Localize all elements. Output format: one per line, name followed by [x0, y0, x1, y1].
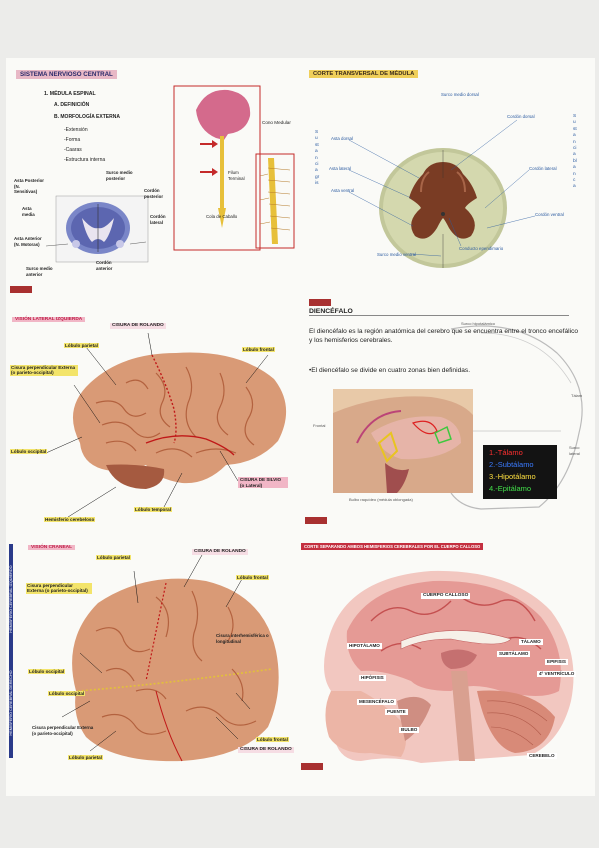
panel5-title: VISIÓN CRANEAL: [28, 545, 76, 550]
label-bulbo-raquideo: Bulbo raquídeo (médula oblongada): [349, 497, 413, 502]
label-cordon-anterior: Cordón anterior: [96, 260, 113, 271]
panel4-red-tag-bottom: [305, 517, 327, 524]
label-cordon-posterior: Cordón posterior: [144, 188, 164, 199]
panel4-title: DIENCÉFALO: [309, 308, 569, 316]
label-cono-medular: Cono Medular: [262, 120, 291, 125]
label-bulbo: BULBO: [399, 727, 420, 733]
list-item-caras: -Caaras: [64, 147, 82, 153]
panel-lateral-brain: VISIÓN LATERAL IZQUIERDA CISURA DE ROLAN…: [6, 313, 296, 529]
label-asta-media: Asta media: [22, 206, 35, 217]
label-conducto-ependimario: Conducto ependimario: [459, 246, 504, 251]
panel4-red-tag: [309, 299, 331, 306]
list-item-extension: -Extensión: [64, 127, 88, 133]
diencefalo-illustration: [333, 325, 583, 510]
label-cisura-perp-bottom: Cisura perpendicular Externa (o parieto-…: [32, 725, 94, 736]
label-surco-medio-ventral: Surco medio ventral: [377, 252, 417, 257]
list-item-estructura: -Estructura interna: [64, 157, 106, 163]
list-item-definicion: A. DEFINICIÓN: [54, 102, 90, 108]
panel-medula-cross-section: CORTE TRANSVERSAL DE MÉDULA Surco medio …: [301, 58, 595, 298]
label-surco-medio-dorsal: Surco medio dorsal: [441, 92, 479, 97]
label-asta-dorsal: Asta dorsal: [331, 136, 353, 141]
label-lobulo-frontal-top: Lóbulo frontal: [236, 575, 269, 581]
panel-spinal-cord: SISTEMA NERVIOSO CENTRAL 1. MÉDULA ESPIN…: [6, 58, 296, 298]
label-cola-caballo: Cola de Caballo: [206, 214, 238, 219]
label-cisura-rolando-top: CISURA DE ROLANDO: [192, 549, 248, 555]
panel-sagittal-section: CORTE SEPARANDO AMBOS HEMISFERIOS CEREBR…: [301, 541, 595, 773]
label-cordon-ventral: Cordón ventral: [535, 212, 564, 217]
spinal-cross-section-illustration: [45, 195, 149, 263]
label-cordon-dorsal: Cordón dorsal: [507, 114, 535, 119]
label-cisura-rolando: CISURA DE ROLANDO: [110, 323, 166, 329]
label-cisura-perp-top: Cisura perpendicular Externa (o parieto-…: [26, 583, 92, 594]
label-talam: Tálam: [571, 393, 583, 398]
label-frontal: Frontal: [313, 423, 326, 428]
label-cordon-lateral: Cordón lateral: [150, 214, 166, 225]
label-lobulo-frontal-bottom: Lóbulo frontal: [256, 737, 289, 743]
label-lobulo-parietal: Lóbulo parietal: [64, 343, 99, 349]
label-hipotalamo: HIPOTÁLAMO: [347, 643, 382, 649]
label-lobulo-parietal-bottom: Lóbulo parietal: [68, 755, 103, 761]
panel-cranial-view: HEMISFERIO CEREBRAL IZQUIERDO HEMISFERIO…: [6, 541, 296, 773]
zone-talamo: 1.-Tálamo: [489, 448, 523, 457]
zone-hipotalamo: 3.-Hipotálamo: [489, 472, 536, 481]
panel6-title: CORTE SEPARANDO AMBOS HEMISFERIOS CEREBR…: [301, 543, 484, 550]
brain-cord-illustration: [173, 85, 295, 251]
zone-subtalamo: 2.-Subtálamo: [489, 460, 534, 469]
panel3-title: VISIÓN LATERAL IZQUIERDA: [12, 317, 86, 322]
list-item-morfologia: B. MORFOLOGÍA EXTERNA: [54, 114, 120, 120]
label-asta-anterior: Asta Anterior (N. Motoras): [14, 236, 42, 247]
list-item-forma: -Forma: [64, 137, 81, 143]
panel2-title: CORTE TRANSVERSAL DE MÉDULA: [309, 70, 419, 78]
label-asta-ventral: Asta ventral: [331, 188, 355, 193]
label-surco-medio-anterior: Surco medio anterior: [26, 266, 53, 277]
list-item-medula: 1. MÉDULA ESPINAL: [44, 91, 96, 97]
label-hipofisis: HIPÓFISIS: [359, 675, 386, 681]
label-filum-terminal: Filum Terminal: [228, 170, 245, 181]
label-sustancia-gris: Sustancia gris: [315, 130, 320, 187]
label-lobulo-occipital-1: Lóbulo occipital: [28, 669, 66, 675]
label-lobulo-parietal-top: Lóbulo parietal: [96, 555, 131, 561]
label-cerebelo: CEREBELO: [527, 753, 557, 759]
label-talamo: TÁLAMO: [519, 639, 543, 645]
label-mesencefalo: MESENCÉFALO: [357, 699, 396, 705]
collage-sheet: SISTEMA NERVIOSO CENTRAL 1. MÉDULA ESPIN…: [6, 58, 595, 796]
label-asta-lateral: Asta lateral: [329, 166, 351, 171]
panel1-red-tag: [10, 286, 32, 293]
cranial-brain-illustration: [61, 554, 279, 762]
label-puente: PUENTE: [385, 709, 408, 715]
lateral-brain-illustration: [45, 332, 287, 518]
label-cisura-perpendicular: Cisura perpendicular Externa (o parieto-…: [10, 365, 78, 376]
diencefalo-divides: •El diencéfalo se divide en cuatro zonas…: [309, 367, 471, 374]
label-asta-posterior: Asta Posterior (N. Sensitivas): [14, 178, 45, 195]
label-cisura-interhemisferica: Cisura interhemisférica o longitudinal: [216, 633, 269, 644]
label-hemisferio-cerebeloso: Hemisferio cerebeloso: [44, 517, 96, 523]
label-lobulo-occipital-2: Lóbulo occipital: [48, 691, 86, 697]
label-lobulo-frontal: Lóbulo frontal: [242, 347, 275, 353]
medula-section-illustration: [348, 119, 536, 268]
panel-diencefalo: DIENCÉFALO El diencéfalo es la región an…: [301, 293, 595, 529]
label-epifisis: EPIFISIS: [545, 659, 568, 665]
panel1-title: SISTEMA NERVIOSO CENTRAL: [16, 70, 117, 79]
label-cisura-rolando-bottom: CISURA DE ROLANDO: [238, 747, 294, 753]
label-surco-lateral: Surco lateral: [569, 445, 580, 456]
diencefalo-definition: El diencéfalo es la región anatómica del…: [309, 328, 579, 344]
label-sustancia-blanca: Sustancia blanca: [573, 114, 577, 190]
panel6-red-tag: [301, 763, 323, 770]
label-4-ventriculo: 4º VENTRÍCULO: [537, 671, 577, 677]
label-surco-hipotalamico: Surco hipotalámico: [461, 321, 496, 326]
label-surco-medio-posterior: Surco medio posterior: [106, 170, 133, 181]
label-lobulo-temporal: Lóbulo temporal: [134, 507, 172, 513]
label-cordon-lateral: Cordón lateral: [529, 166, 557, 171]
label-cuerpo-calloso: CUERPO CALLOSO: [421, 593, 471, 599]
label-subtalamo: SUBTÁLAMO: [497, 651, 531, 657]
label-lobulo-occipital: Lóbulo occipital: [10, 449, 48, 455]
sagittal-head-illustration: [324, 570, 574, 763]
zone-epitalamo: 4.-Epitálamo: [489, 484, 532, 493]
label-cisura-silvio: CISURA DE SILVIO (o Lateral): [238, 477, 288, 489]
